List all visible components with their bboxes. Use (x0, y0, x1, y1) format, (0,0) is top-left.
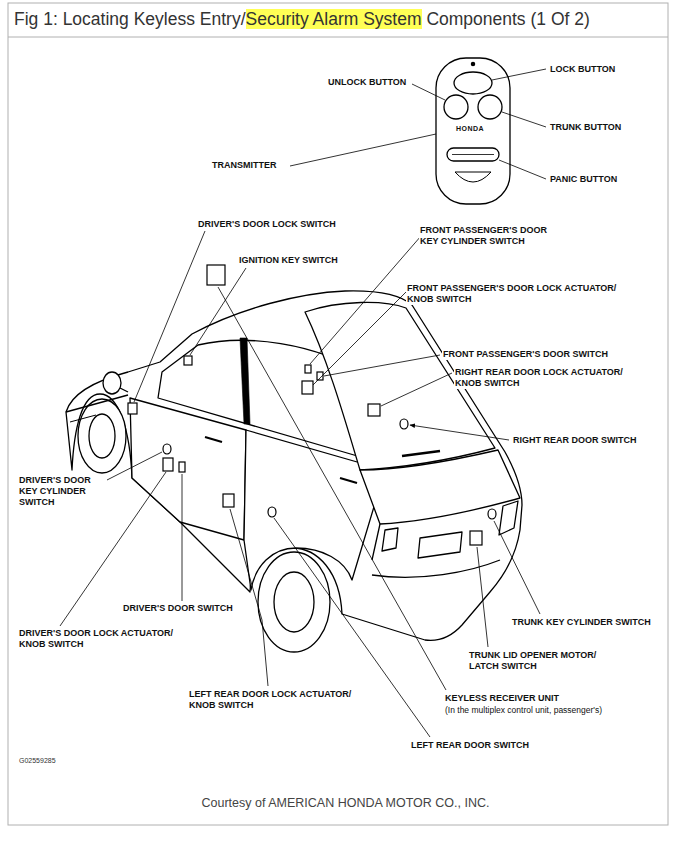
component-markers (207, 265, 225, 285)
car-drawing (402, 451, 440, 456)
leader-lines (492, 69, 546, 80)
callout-label: PANIC BUTTON (549, 174, 618, 185)
car-drawing (66, 395, 128, 412)
leader-lines (410, 425, 509, 440)
callout-label: FRONT PASSENGER'S DOOR KEY CYLINDER SWIT… (419, 225, 551, 247)
component-markers (163, 444, 171, 454)
callout-label: KEYLESS RECEIVER UNIT (444, 693, 560, 704)
callout-label: LEFT REAR DOOR SWITCH (410, 740, 530, 751)
car-drawing (130, 398, 246, 540)
component-markers (305, 365, 311, 373)
car-drawing (205, 437, 222, 442)
callout-label: TRUNK KEY CYLINDER SWITCH (511, 617, 652, 628)
title-text: Fig 1: Locating Keyless Entry/ (14, 9, 246, 29)
leader-lines (477, 547, 488, 647)
car-drawing (499, 501, 518, 535)
figure-frame (8, 3, 668, 825)
figure-frame (8, 37, 668, 38)
leader-lines (324, 355, 440, 376)
callout-label: FRONT PASSENGER'S DOOR LOCK ACTUATOR/ KN… (406, 283, 621, 305)
leader-lines (494, 521, 540, 614)
car-drawing (258, 552, 330, 652)
car-drawing (340, 478, 357, 483)
brand-mark: HONDA (455, 125, 485, 133)
leader-lines (107, 452, 162, 480)
leader-lines (412, 84, 445, 100)
transmitter-drawing (478, 95, 502, 119)
transmitter-drawing (436, 58, 510, 204)
callout-label: FRONT PASSENGER'S DOOR SWITCH (442, 349, 609, 360)
leader-lines (190, 268, 246, 355)
callout-label: RIGHT REAR DOOR SWITCH (512, 435, 638, 446)
component-markers (470, 531, 482, 545)
component-markers (400, 419, 408, 429)
component-markers (302, 381, 313, 394)
callout-label: DRIVER'S DOOR KEY CYLINDER SWITCH (18, 475, 95, 508)
leader-lines (134, 231, 205, 402)
car-drawing (418, 532, 462, 558)
transmitter-drawing (454, 72, 492, 94)
car-drawing (382, 528, 398, 551)
component-markers (128, 265, 496, 545)
component-markers (268, 507, 276, 517)
transmitter-drawing (444, 95, 468, 119)
leader-lines (218, 287, 446, 690)
car-drawing (274, 572, 314, 632)
car-drawing (89, 414, 115, 458)
callout-label: RIGHT REAR DOOR LOCK ACTUATOR/ KNOB SWIT… (454, 367, 627, 389)
callout-label: DRIVER'S DOOR SWITCH (122, 603, 234, 614)
leader-lines (313, 292, 406, 385)
transmitter-drawing (447, 148, 499, 161)
component-markers (223, 494, 234, 507)
car-drawing (103, 372, 121, 394)
callout-label: (In the multiplex control unit, passenge… (444, 705, 603, 716)
car-drawing (372, 524, 380, 560)
callout-label: TRUNK LID OPENER MOTOR/ LATCH SWITCH (468, 650, 601, 672)
leader-lines (230, 509, 268, 686)
component-markers (184, 356, 192, 365)
callout-label: DRIVER'S DOOR LOCK SWITCH (197, 219, 337, 230)
transmitter-drawing (471, 62, 474, 65)
transmitter-drawing (452, 154, 494, 155)
figure-title: Fig 1: Locating Keyless Entry/Security A… (14, 8, 590, 30)
leader-lines (290, 134, 436, 166)
figure-code: G02559285 (18, 756, 57, 765)
callout-label: LOCK BUTTON (549, 64, 616, 75)
figure-frame (8, 3, 668, 825)
car-drawing (372, 560, 500, 577)
car-drawing (78, 399, 126, 473)
callout-label: UNLOCK BUTTON (327, 77, 407, 88)
figure-caption: Courtesy of AMERICAN HONDA MOTOR CO., IN… (0, 795, 691, 811)
leader-lines (182, 474, 183, 601)
transmitter-drawing (455, 172, 491, 182)
car-drawing (70, 415, 96, 422)
component-markers (488, 509, 496, 519)
callout-label: LEFT REAR DOOR LOCK ACTUATOR/ KNOB SWITC… (188, 689, 356, 711)
title-text: Components (1 Of 2) (422, 9, 590, 29)
car-drawing (66, 291, 522, 652)
leader-lines (499, 160, 546, 179)
callout-label: TRANSMITTER (211, 160, 278, 171)
highlighted-text: Security Alarm System (246, 9, 422, 29)
car-drawing (120, 388, 128, 392)
component-markers (163, 458, 173, 471)
leader-lines (502, 112, 546, 127)
car-drawing (66, 291, 522, 640)
callout-label: TRUNK BUTTON (549, 122, 622, 133)
callout-label: IGNITION KEY SWITCH (238, 255, 339, 266)
component-markers (128, 403, 137, 414)
car-drawing (240, 338, 250, 424)
component-markers (368, 404, 380, 416)
component-markers (179, 462, 185, 472)
leader-lines (381, 373, 452, 406)
callout-label: DRIVER'S DOOR LOCK ACTUATOR/ KNOB SWITCH (18, 628, 177, 650)
transmitter-drawing (436, 58, 510, 204)
car-drawing (360, 450, 520, 524)
